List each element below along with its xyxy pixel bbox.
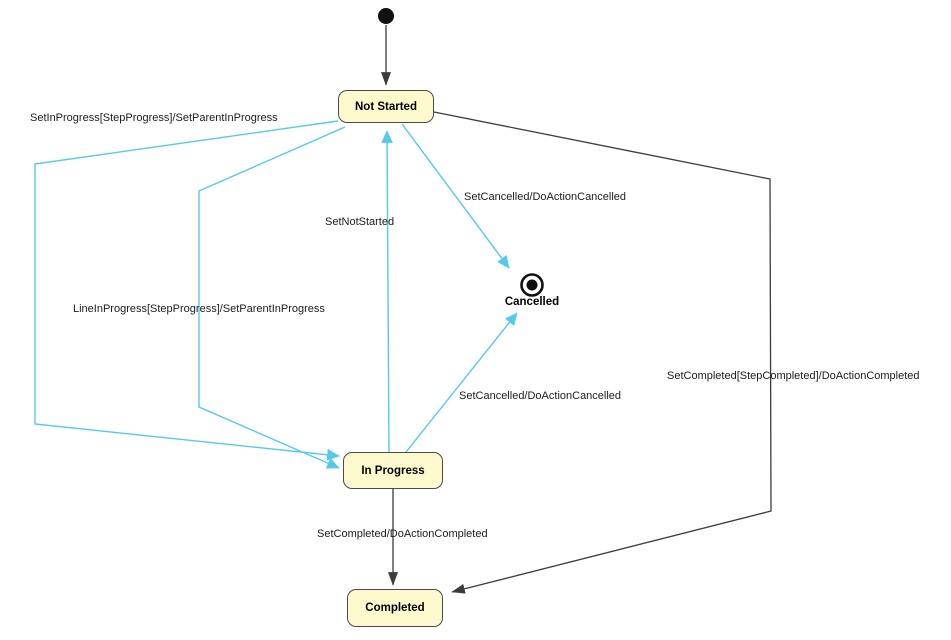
transition-notstarted-to-inprogress-outer [34,120,340,461]
transition-inprogress-to-notstarted [381,130,393,453]
label-setcompleted-step: SetCompleted[StepCompleted]/DoActionComp… [667,370,920,382]
state-completed: Completed [347,589,443,627]
initial-state-dot [378,8,394,24]
state-in-progress-label: In Progress [361,464,425,477]
label-setcancelled-upper: SetCancelled/DoActionCancelled [464,191,627,203]
state-in-progress: In Progress [343,452,443,489]
state-not-started: Not Started [338,90,434,123]
state-completed-label: Completed [365,602,425,614]
label-lineinprogress: LineInProgress[StepProgress]/SetParentIn… [73,303,325,315]
label-setinprogress: SetInProgress[StepProgress]/SetParentInP… [30,112,278,124]
label-setnotstarted: SetNotStarted [325,216,395,228]
label-setcancelled-lower: SetCancelled/DoActionCancelled [459,390,622,402]
final-state-inner-dot [526,279,538,291]
final-state-cancelled-label: Cancelled [504,296,560,308]
transition-notstarted-to-completed [433,111,772,594]
state-not-started-label: Not Started [355,100,417,113]
transition-notstarted-to-inprogress-inner [198,126,346,469]
transition-notstarted-to-cancelled [401,123,510,269]
transition-inprogress-to-cancelled [405,312,518,453]
label-setcompleted: SetCompleted/DoActionCompleted [317,528,488,540]
